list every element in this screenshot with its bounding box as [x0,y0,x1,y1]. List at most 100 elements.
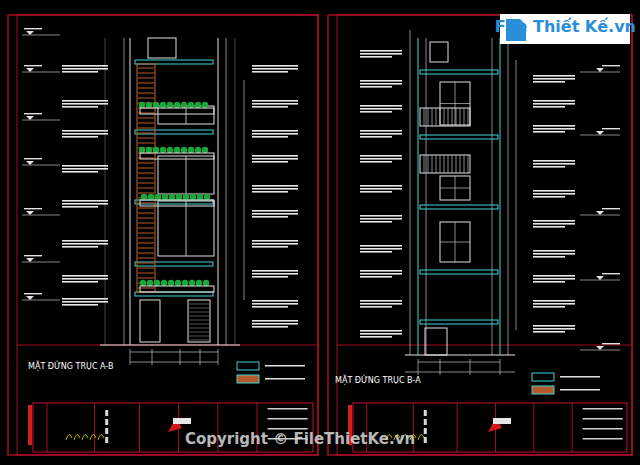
note-text-line [62,281,98,283]
railing-bar [448,108,449,126]
level-marker [26,296,34,300]
dimension-line [405,372,515,373]
wood-louver [137,64,155,292]
plant-symbol [167,102,173,108]
title-text-line [583,408,623,410]
railing-bar [452,155,453,173]
wood-louver-slat [138,218,154,219]
note-text-line [252,300,298,302]
plant-symbol [203,280,209,286]
wood-louver-slat [138,178,154,179]
wall-line [418,38,419,355]
floor-slab [420,270,498,274]
window-frame [158,106,214,124]
dimension-line [124,38,125,345]
level-line [22,120,60,121]
title-block-divider [457,403,458,452]
window-mullion [186,106,187,124]
wood-louver-slat [138,213,154,214]
roof-stair [148,38,176,58]
note-text-line [533,75,575,77]
note-text-line [533,106,565,108]
note-text-line [62,130,108,132]
plant-symbol [139,102,145,108]
dimension-line [226,38,227,345]
entry-door [140,300,160,342]
title-text-line [583,428,623,430]
note-text-line [360,133,402,135]
note-text-line [360,136,392,138]
level-text [24,28,42,29]
plant-symbol [155,194,161,200]
ground-line [405,354,515,355]
plant-symbol [160,102,166,108]
note-text-line [360,306,392,308]
floor-slab [135,60,213,64]
wood-louver-slat [138,173,154,174]
note-text-line [360,300,402,302]
ground-line [100,344,240,345]
railing-bar [464,155,465,173]
plant-symbol [195,102,201,108]
dimension-line [516,60,517,330]
window-frame [158,156,214,194]
railing-bar [432,155,433,173]
note-text-line [533,220,575,222]
legend-sample [532,386,554,394]
dimension-tick [218,349,219,365]
balcony-railing [420,155,470,173]
railing-bar [464,108,465,126]
level-line [22,165,60,166]
note-text-line [360,83,402,85]
note-text-line [360,245,402,247]
note-text-line [360,276,392,278]
plant-symbol [204,194,210,200]
dimension-tick [180,349,181,365]
title-block-divider [94,403,95,452]
note-text-line [533,193,575,195]
signature [418,434,424,440]
garage-slat [189,320,209,321]
level-text [24,255,42,256]
plant-symbol [146,102,152,108]
note-text-line [62,304,98,306]
dimension-tick [152,349,153,365]
railing-bar [468,155,469,173]
note-text-line [252,276,288,278]
door [425,328,447,355]
dimension-tick [440,359,441,375]
wood-louver-slat [138,263,154,264]
garage-slat [189,340,209,341]
note-text-line [252,323,298,325]
note-text-line [252,273,298,275]
note-text-line [533,250,575,252]
window-transom [440,188,470,189]
legend-sample [532,373,554,381]
railing-bar [424,155,425,173]
note-text-line [360,333,402,335]
legend-text-line [560,376,600,378]
title-text-line [105,437,108,443]
railing-bar [440,108,441,126]
plant-symbol [141,194,147,200]
note-text-line [360,221,392,223]
note-text-line [252,130,298,132]
legend-sample [237,375,259,383]
railing-bar [460,108,461,126]
sheet-divider [17,345,318,346]
wood-louver-slat [138,78,154,79]
wood-louver-slat [138,163,154,164]
title-text-line [105,410,108,416]
note-text-line [533,160,575,162]
note-text-line [533,306,565,308]
wood-louver-slat [138,83,154,84]
wood-louver-slat [138,68,154,69]
plant-symbol [148,194,154,200]
note-text-line [62,103,108,105]
dimension-line [130,362,218,363]
planter-box [140,286,214,292]
legend-text-line [265,378,305,380]
note-text-line [533,196,565,198]
note-text-line [62,100,108,102]
plant-symbol [202,147,208,153]
